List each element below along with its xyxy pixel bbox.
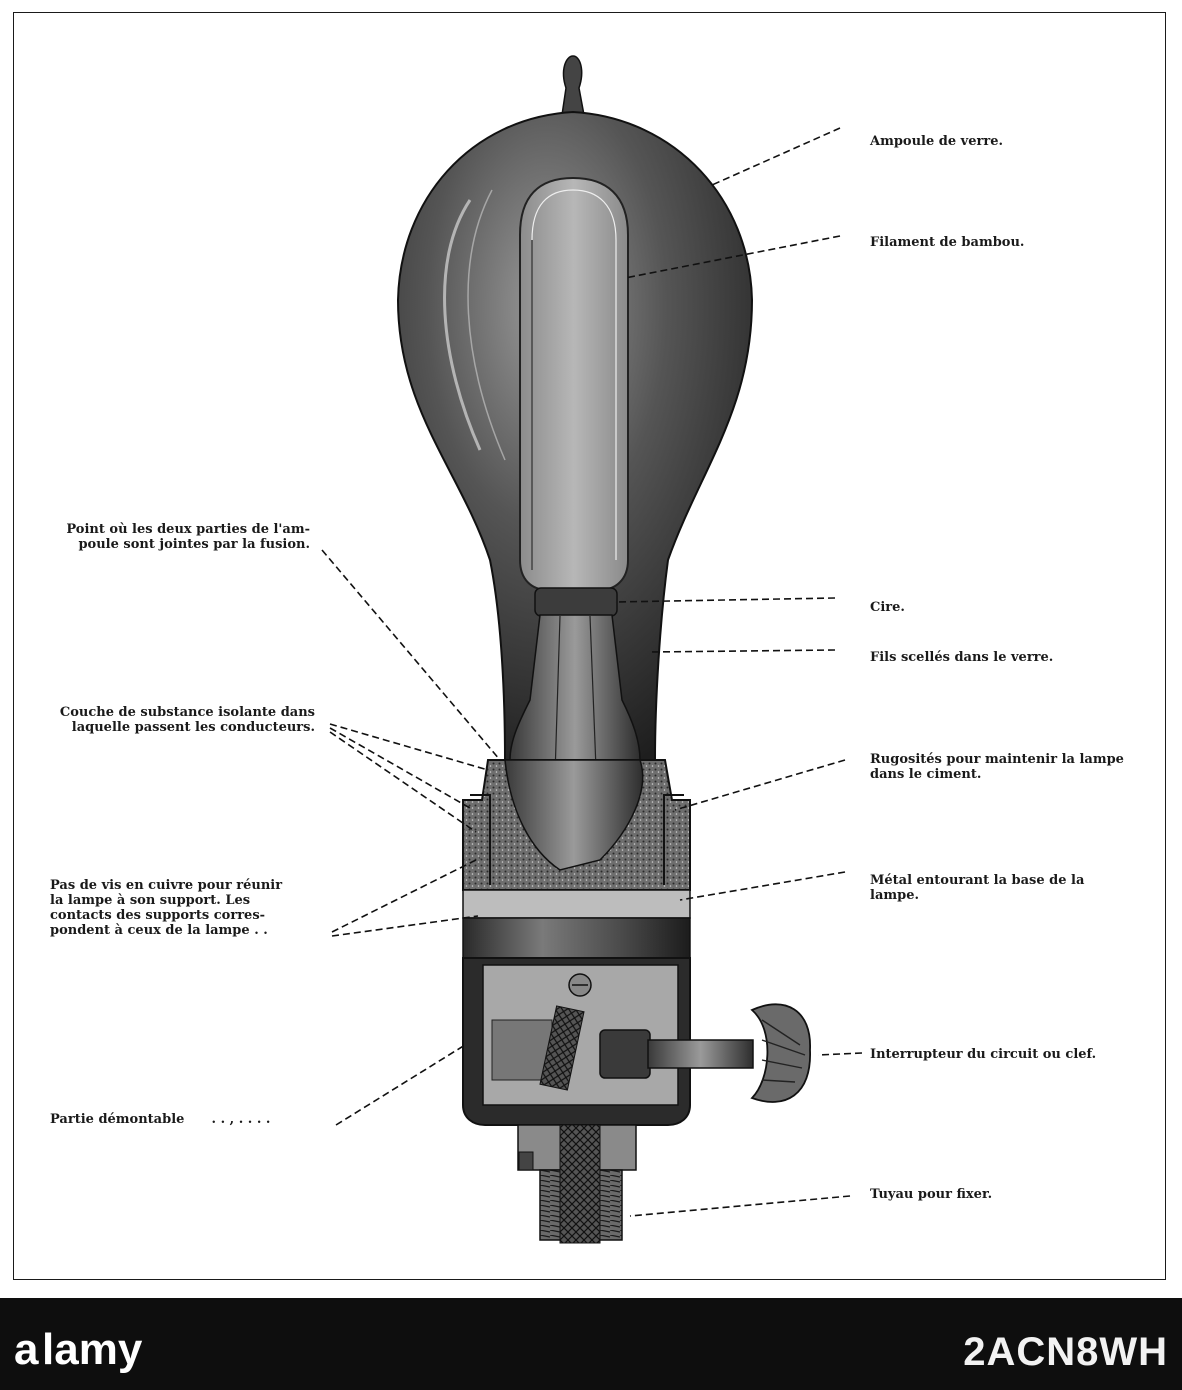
leader-fils xyxy=(649,649,836,653)
key-switch xyxy=(647,1003,811,1103)
leader-ampoule xyxy=(711,127,841,186)
label-pas-de-vis: Pas de vis en cuivre pour réunir la lamp… xyxy=(50,878,283,938)
leader-point xyxy=(321,549,501,761)
label-metal: Métal entourant la base de la lampe. xyxy=(870,873,1085,903)
svg-text:a: a xyxy=(14,1325,39,1374)
label-ampoule: Ampoule de verre. xyxy=(870,134,1003,149)
bulb-tip xyxy=(561,55,585,116)
insulating-cement xyxy=(462,759,691,891)
label-cire: Cire. xyxy=(870,600,905,615)
label-point: Point où les deux parties de l'am- poule… xyxy=(66,522,310,552)
leader-lines xyxy=(321,127,863,1217)
label-interrupteur: Interrupteur du circuit ou clef. xyxy=(870,1047,1097,1062)
leader-rugosites xyxy=(674,759,846,811)
alamy-logo-mark: a lamy xyxy=(14,1325,143,1374)
leader-filament xyxy=(624,235,841,279)
bamboo-filament xyxy=(519,176,629,591)
watermark-band xyxy=(0,1298,1182,1390)
svg-text:lamy: lamy xyxy=(42,1325,143,1374)
label-tuyau: Tuyau pour fixer. xyxy=(870,1187,993,1202)
leader-pas-2 xyxy=(331,915,479,937)
leader-couche-1 xyxy=(329,723,489,771)
leader-interrupteur xyxy=(817,1052,863,1056)
label-rugosites: Rugosités pour maintenir la lampe dans l… xyxy=(870,752,1124,782)
leader-couche-2 xyxy=(329,727,471,809)
label-fils: Fils scellés dans le verre. xyxy=(870,650,1054,665)
leader-couche-3 xyxy=(329,731,477,833)
metal-collar xyxy=(462,889,691,959)
lamp-cutaway-illustration xyxy=(321,55,863,1244)
wax-stem xyxy=(509,587,641,871)
leader-tuyau xyxy=(629,1195,851,1217)
label-couche: Couche de substance isolante dans laquel… xyxy=(59,705,315,735)
leader-pas-1 xyxy=(331,857,481,933)
leader-partie xyxy=(335,1044,466,1126)
illustration-frame xyxy=(13,12,1166,1280)
leader-cire xyxy=(614,597,836,603)
switch-housing xyxy=(462,957,691,1126)
label-filament: Filament de bambou. xyxy=(870,235,1025,250)
image-id: 2ACN8WH xyxy=(963,1330,1168,1374)
label-partie: Partie démontable . . , . . . . xyxy=(50,1112,271,1127)
mounting-pipe xyxy=(517,1124,637,1244)
leader-metal xyxy=(679,871,846,901)
